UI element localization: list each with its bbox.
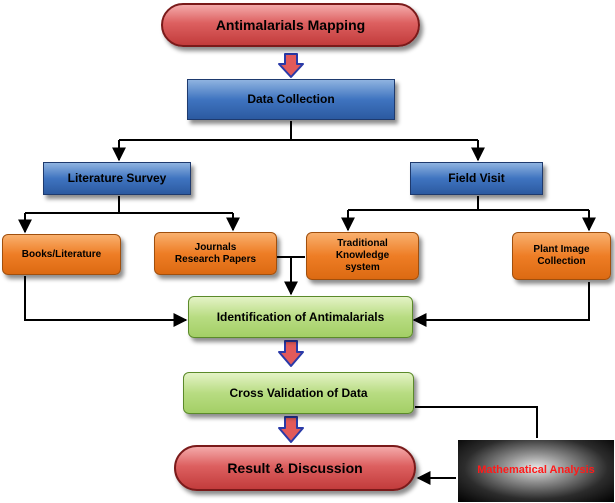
literature-survey-label: Literature Survey xyxy=(67,171,167,186)
cross-validation-node: Cross Validation of Data xyxy=(183,372,414,414)
identification-label: Identification of Antimalarials xyxy=(216,309,385,324)
journals-research-papers-label: Journals Research Papers xyxy=(174,241,257,265)
data-collection-label: Data Collection xyxy=(247,92,335,107)
plant-image-collection-node: Plant Image Collection xyxy=(512,232,611,280)
result-discussion-label: Result & Discussion xyxy=(227,459,363,476)
result-discussion-node: Result & Discussion xyxy=(174,445,416,491)
connector-books-to-identification xyxy=(24,276,188,327)
literature-survey-node: Literature Survey xyxy=(43,162,191,195)
journals-research-papers-node: Journals Research Papers xyxy=(154,232,277,275)
antimalarials-mapping-label: Antimalarials Mapping xyxy=(215,16,366,33)
block-arrow-identification-to-cross xyxy=(278,340,304,367)
field-visit-node: Field Visit xyxy=(410,162,543,195)
plant-image-collection-label: Plant Image Collection xyxy=(533,244,590,267)
books-literature-node: Books/Literature xyxy=(2,234,121,275)
data-collection-node: Data Collection xyxy=(187,79,395,120)
traditional-knowledge-label: Traditional Knowledge system xyxy=(335,238,390,273)
field-visit-label: Field Visit xyxy=(448,171,505,186)
connector-journals-to-identification xyxy=(277,256,298,296)
identification-node: Identification of Antimalarials xyxy=(188,296,413,338)
mathematical-analysis-label: Mathematical Analysis xyxy=(477,464,595,477)
connector-cross-to-math xyxy=(415,406,538,438)
cross-validation-label: Cross Validation of Data xyxy=(229,385,368,400)
books-literature-label: Books/Literature xyxy=(21,248,102,260)
block-arrow-cross-to-result xyxy=(278,416,304,443)
traditional-knowledge-node: Traditional Knowledge system xyxy=(306,232,419,280)
block-arrow-mapping-to-data xyxy=(278,53,304,78)
antimalarials-mapping-node: Antimalarials Mapping xyxy=(161,3,420,47)
connector-plant-to-identification xyxy=(412,282,590,327)
mathematical-analysis-node: Mathematical Analysis xyxy=(458,440,614,502)
